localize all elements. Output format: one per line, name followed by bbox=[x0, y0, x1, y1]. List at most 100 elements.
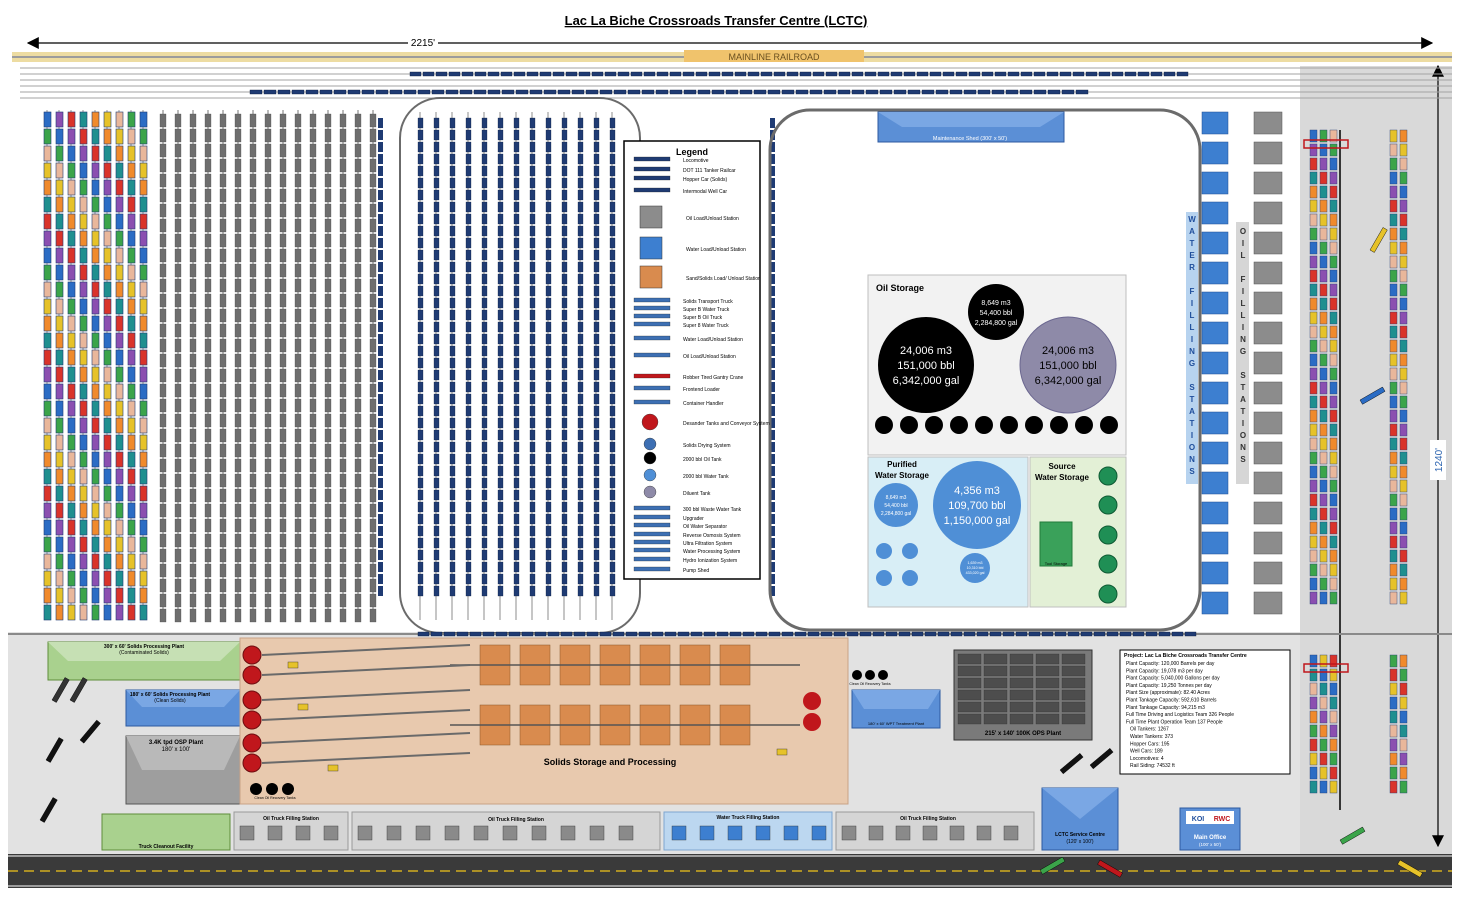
legend-label: Desander Tanks and Conveyor System bbox=[683, 421, 770, 427]
tanker-car bbox=[497, 405, 504, 417]
tanker-car bbox=[593, 489, 600, 501]
hopper-car bbox=[279, 293, 287, 308]
tanker-car bbox=[593, 393, 600, 405]
hopper-car bbox=[354, 218, 362, 233]
tanker-car bbox=[378, 118, 383, 128]
hopper-car bbox=[174, 293, 182, 308]
tanker-car bbox=[770, 394, 775, 404]
railcar bbox=[613, 89, 627, 95]
container-car bbox=[55, 604, 64, 621]
svg-text:S: S bbox=[1240, 455, 1246, 464]
source-water-tank bbox=[1098, 584, 1118, 604]
hopper-car bbox=[294, 143, 302, 158]
svg-text:4,356 m3: 4,356 m3 bbox=[954, 485, 1000, 497]
container-car bbox=[55, 383, 64, 400]
tanker-car bbox=[609, 189, 616, 201]
clean-oil-tank bbox=[878, 670, 888, 680]
project-line: Plant Capacity: 19,250 Tonnes per day bbox=[1126, 683, 1212, 689]
railcar bbox=[291, 89, 305, 95]
container-car bbox=[127, 349, 136, 366]
container-car bbox=[43, 502, 52, 519]
container bbox=[1319, 297, 1328, 311]
container-car bbox=[115, 570, 124, 587]
hopper-car bbox=[189, 593, 197, 608]
svg-text:(Contaminated Solids): (Contaminated Solids) bbox=[119, 650, 169, 656]
ops-unit bbox=[957, 665, 982, 677]
hopper-car bbox=[309, 353, 317, 368]
hopper-car bbox=[189, 548, 197, 563]
svg-text:T: T bbox=[1190, 395, 1195, 404]
hopper-car bbox=[294, 248, 302, 263]
hopper-car bbox=[264, 488, 272, 503]
container-car bbox=[91, 264, 100, 281]
tanker-car bbox=[593, 465, 600, 477]
container-car bbox=[103, 145, 112, 162]
tanker-car bbox=[593, 537, 600, 549]
container bbox=[1309, 577, 1318, 591]
filling-bay bbox=[415, 825, 431, 841]
svg-text:E: E bbox=[1189, 251, 1195, 260]
tanker-car bbox=[609, 333, 616, 345]
hopper-car bbox=[174, 278, 182, 293]
hopper-car bbox=[309, 173, 317, 188]
tanker-car bbox=[545, 141, 552, 153]
tanker-car bbox=[465, 501, 472, 513]
hopper-car bbox=[369, 563, 377, 578]
tanker-car bbox=[545, 285, 552, 297]
hopper-car bbox=[369, 398, 377, 413]
tanker-car bbox=[593, 117, 600, 129]
container-car bbox=[67, 332, 76, 349]
hopper-car bbox=[339, 548, 347, 563]
hopper-car bbox=[264, 113, 272, 128]
tanker-car bbox=[513, 525, 520, 537]
tanker-car bbox=[417, 273, 424, 285]
tanker-car bbox=[593, 273, 600, 285]
railcar bbox=[513, 71, 526, 77]
tanker-car bbox=[513, 345, 520, 357]
container-car bbox=[103, 570, 112, 587]
container bbox=[1319, 577, 1328, 591]
hopper-car bbox=[189, 413, 197, 428]
container-car bbox=[43, 162, 52, 179]
hopper-car bbox=[354, 488, 362, 503]
tanker-car bbox=[497, 153, 504, 165]
container bbox=[1319, 521, 1328, 535]
container-car bbox=[67, 502, 76, 519]
tanker-car bbox=[449, 273, 456, 285]
tanker-car bbox=[593, 129, 600, 141]
tanker-car bbox=[449, 417, 456, 429]
railcar bbox=[703, 631, 716, 637]
container bbox=[1399, 591, 1408, 605]
container-car bbox=[103, 536, 112, 553]
ops-unit bbox=[983, 653, 1008, 665]
container bbox=[1319, 479, 1328, 493]
hopper-car bbox=[369, 593, 377, 608]
tanker-car bbox=[513, 417, 520, 429]
hopper-car bbox=[174, 308, 182, 323]
ops-unit bbox=[1009, 677, 1034, 689]
hopper-car bbox=[279, 518, 287, 533]
filling-bay bbox=[699, 825, 715, 841]
tanker-car bbox=[770, 226, 775, 236]
hopper-car bbox=[339, 143, 347, 158]
hopper-car bbox=[249, 233, 257, 248]
hopper-car bbox=[354, 518, 362, 533]
tanker-car bbox=[529, 261, 536, 273]
hopper-car bbox=[294, 458, 302, 473]
tanker-car bbox=[513, 393, 520, 405]
container bbox=[1399, 269, 1408, 283]
container-car bbox=[139, 519, 148, 536]
tanker-car bbox=[449, 381, 456, 393]
tanker-car bbox=[770, 442, 775, 452]
railcar bbox=[417, 89, 431, 95]
container bbox=[1389, 227, 1398, 241]
legend-icon bbox=[641, 413, 659, 431]
hopper-car bbox=[174, 143, 182, 158]
tanker-car bbox=[529, 441, 536, 453]
tanker-car bbox=[465, 321, 472, 333]
container-car bbox=[115, 145, 124, 162]
hopper-car bbox=[249, 593, 257, 608]
svg-text:180' x 60' WPT Treatment Plant: 180' x 60' WPT Treatment Plant bbox=[868, 721, 925, 726]
container-car bbox=[127, 264, 136, 281]
